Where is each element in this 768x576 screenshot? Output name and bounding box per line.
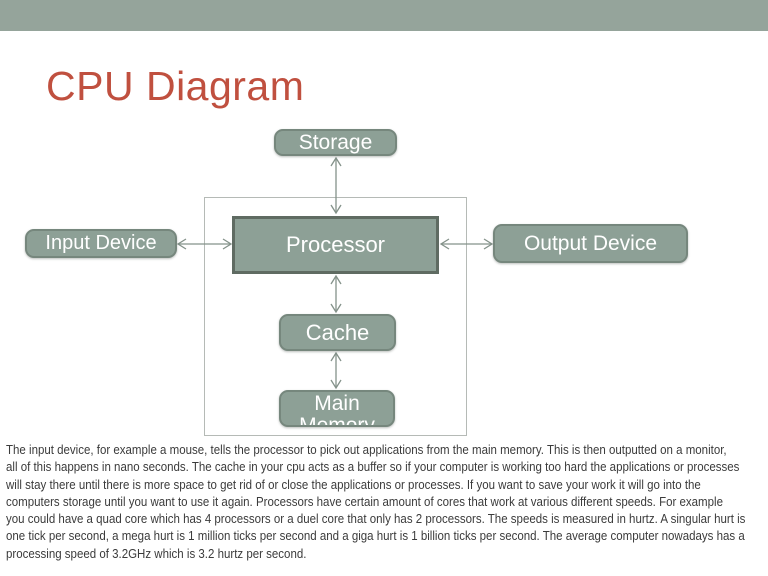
body-paragraph: The input device, for example a mouse, t… bbox=[6, 442, 762, 563]
body-line: computers storage until you want to use … bbox=[6, 494, 723, 509]
cache-label: Cache bbox=[305, 319, 370, 345]
storage-box: Storage bbox=[274, 129, 397, 156]
body-line: will stay there until there is more spac… bbox=[6, 477, 701, 492]
body-line: you could have a quad core which has 4 p… bbox=[6, 512, 746, 527]
main-memory-box: Main Memory bbox=[279, 390, 395, 427]
body-line: processing speed of 3.2GHz which is 3.2 … bbox=[6, 546, 307, 561]
storage-label: Storage bbox=[298, 130, 373, 154]
cache-box: Cache bbox=[279, 314, 396, 351]
slide-title: CPU Diagram bbox=[46, 63, 305, 109]
output-device-label: Output Device bbox=[523, 231, 658, 255]
main-memory-label-line1: Main bbox=[314, 392, 360, 415]
processor-label: Processor bbox=[285, 232, 386, 257]
input-device-box: Input Device bbox=[25, 229, 177, 258]
body-line: one tick per second, a mega hurt is 1 mi… bbox=[6, 529, 745, 544]
processor-box: Processor bbox=[232, 216, 439, 274]
body-line: all of this happens in nano seconds. The… bbox=[6, 460, 740, 475]
output-device-box: Output Device bbox=[493, 224, 688, 263]
main-memory-label-line2: Memory bbox=[299, 414, 375, 427]
body-line: The input device, for example a mouse, t… bbox=[6, 443, 727, 457]
input-device-label: Input Device bbox=[45, 232, 157, 254]
top-accent-bar bbox=[0, 0, 768, 31]
